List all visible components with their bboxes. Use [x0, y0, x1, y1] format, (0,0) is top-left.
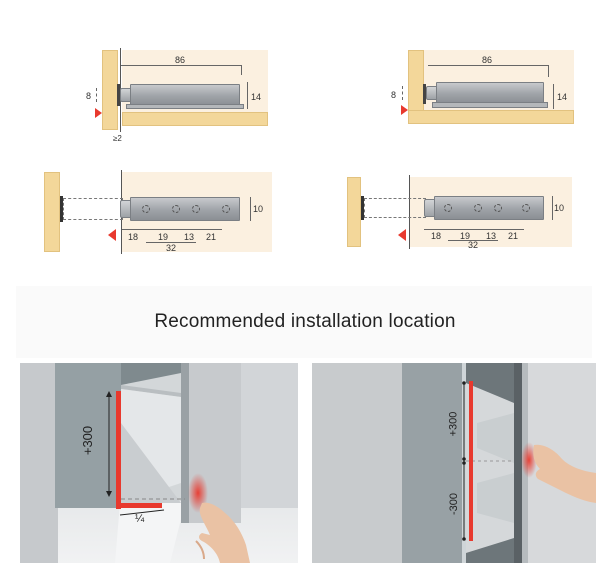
- height-dim: 14: [557, 92, 568, 102]
- mounting-base: [432, 102, 548, 108]
- extended-tip-outline: [364, 198, 426, 218]
- offset-dim: 8: [86, 91, 92, 101]
- width-dim-line: [552, 196, 553, 220]
- spacing-dim-21: 21: [508, 231, 519, 241]
- cabinet-edge-line: [409, 175, 410, 249]
- door-panel: [102, 50, 118, 130]
- shelf-board: [408, 110, 574, 124]
- strike-plate: [361, 196, 364, 220]
- span-dim-32: 32: [166, 243, 177, 253]
- offset-dim-line: [96, 88, 97, 102]
- spacing-dim-18: 18: [431, 231, 442, 241]
- screw-hole-icon: [444, 204, 452, 212]
- span-dim-line: [146, 242, 196, 243]
- screw-hole-icon: [474, 204, 482, 212]
- strike-plate: [60, 196, 63, 222]
- red-marker-icon: [398, 229, 406, 241]
- length-dim: 86: [175, 55, 186, 65]
- screw-hole-icon: [494, 204, 502, 212]
- height-dim-line: [553, 84, 554, 109]
- height-dim: 14: [251, 92, 262, 102]
- screw-hole-icon: [142, 205, 150, 213]
- red-marker-icon: [401, 105, 408, 115]
- strike-plate: [117, 84, 120, 106]
- width-dim: 10: [253, 204, 264, 214]
- cabinet-illustration: [312, 363, 596, 563]
- screw-hole-icon: [222, 205, 230, 213]
- spacing-dim-19: 19: [158, 232, 169, 242]
- push-latch-body: [436, 82, 544, 104]
- push-latch-body: [130, 84, 240, 106]
- span-dim-line: [448, 240, 498, 241]
- red-marker-icon: [108, 229, 116, 241]
- spacing-dim-line: [122, 229, 222, 230]
- door-panel: [44, 172, 60, 252]
- lower-dim-label: -300: [448, 492, 461, 516]
- red-marker-icon: [95, 108, 102, 118]
- spacing-dim-13: 13: [184, 232, 195, 242]
- length-dim-line: [428, 65, 548, 66]
- title-band: [16, 286, 592, 358]
- mounting-base: [126, 104, 244, 109]
- height-dim-line: [247, 82, 248, 109]
- length-dim: 86: [482, 55, 493, 65]
- upper-dim-label: +300: [447, 411, 460, 437]
- spacing-dim-18: 18: [128, 232, 139, 242]
- horizontal-dim-label: ¼: [135, 513, 145, 525]
- photo-wall-cabinet: +300 ¼: [20, 363, 298, 563]
- door-panel: [408, 50, 424, 112]
- cabinet-illustration: [20, 363, 298, 563]
- width-dim: 10: [554, 203, 565, 213]
- length-dim-line: [121, 65, 241, 66]
- screw-hole-icon: [172, 205, 180, 213]
- extended-tip-outline: [63, 198, 123, 220]
- photo-tall-cabinet: +300 -300: [312, 363, 596, 563]
- shelf-board: [122, 112, 268, 126]
- screw-hole-icon: [522, 204, 530, 212]
- spacing-dim-19: 19: [460, 231, 471, 241]
- screw-hole-icon: [192, 205, 200, 213]
- strike-plate: [423, 84, 426, 104]
- section-title: Recommended installation location: [154, 311, 456, 332]
- spacing-dim-21: 21: [206, 232, 217, 242]
- span-dim-32: 32: [468, 240, 479, 250]
- dim-tick: [548, 65, 549, 77]
- dim-tick: [241, 65, 242, 75]
- door-panel: [347, 177, 361, 247]
- gap-dim: ≥2: [113, 134, 122, 143]
- width-dim-line: [250, 197, 251, 221]
- spacing-dim-13: 13: [486, 231, 497, 241]
- spacing-dim-line: [424, 229, 524, 230]
- vertical-dim-label: +300: [80, 425, 96, 456]
- offset-dim-line: [402, 86, 403, 100]
- offset-dim: 8: [391, 90, 397, 100]
